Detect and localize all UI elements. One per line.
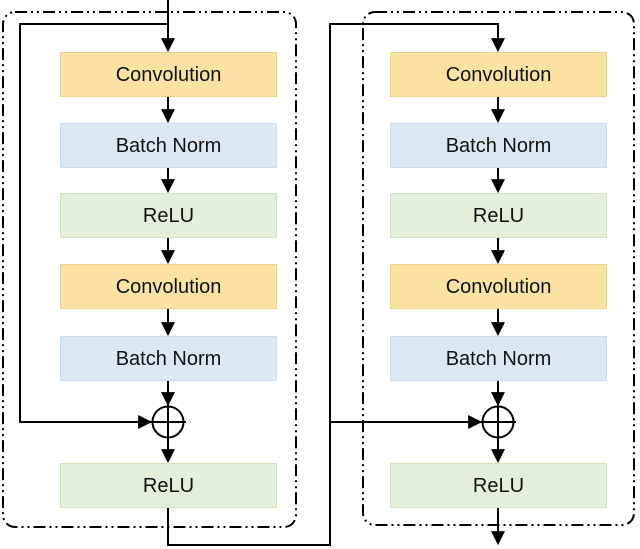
block1-skip-connection-arrow: [19, 23, 168, 429]
block1-add-icon: [150, 404, 186, 440]
block2-convolution2-box: Convolution: [390, 264, 607, 309]
block1-relu1-box: ReLU: [60, 193, 277, 238]
block2-add-icon: [480, 404, 516, 440]
block2-convolution1-box: Convolution: [390, 52, 607, 97]
block1-output-to-block2-input-arrow: [167, 23, 505, 546]
block2-batchnorm1-box: Batch Norm: [390, 123, 607, 168]
block1-convolution1-box: Convolution: [60, 52, 277, 97]
block1-batchnorm1-box: Batch Norm: [60, 123, 277, 168]
block2-batchnorm2-box: Batch Norm: [390, 336, 607, 381]
residual-block-1-border: [2, 11, 297, 528]
block1-relu2-box: ReLU: [60, 463, 277, 508]
block1-convolution2-box: Convolution: [60, 264, 277, 309]
block2-relu1-box: ReLU: [390, 193, 607, 238]
block1-batchnorm2-box: Batch Norm: [60, 336, 277, 381]
block2-relu2-box: ReLU: [390, 463, 607, 508]
